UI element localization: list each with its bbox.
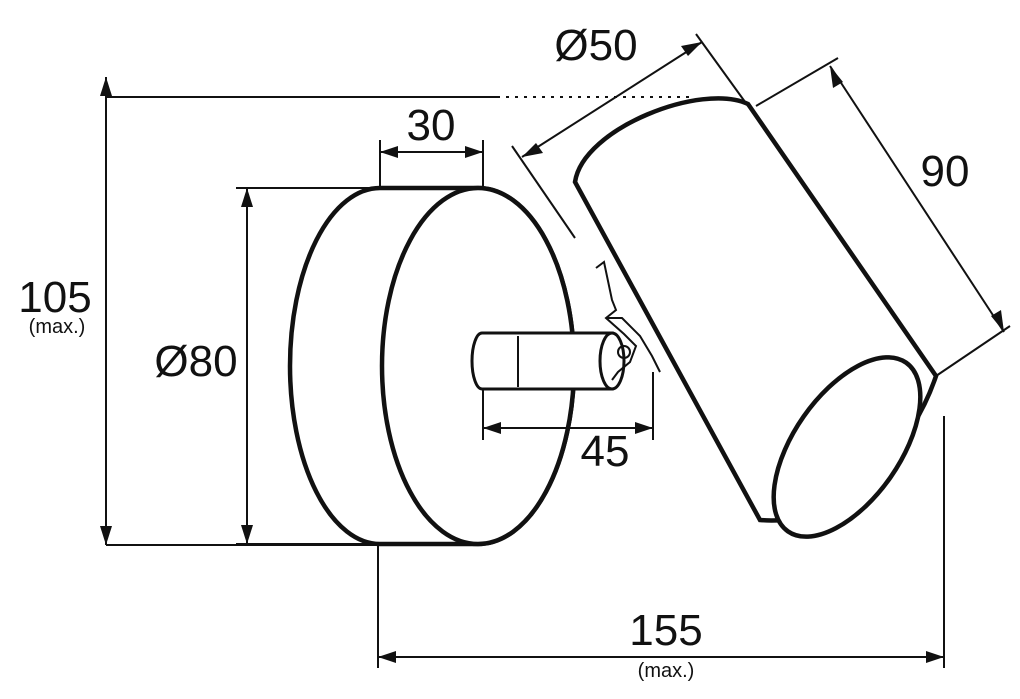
label-head-diameter: Ø50 (554, 21, 637, 70)
label-width-total-note: (max.) (638, 660, 695, 682)
dimension-width-total: 155 (max.) (377, 416, 945, 682)
label-base-diameter: Ø80 (154, 337, 237, 386)
label-head-length: 90 (921, 147, 970, 196)
dimension-arm-length: 45 (482, 372, 654, 476)
wall-base (287, 185, 577, 547)
arm-connector (470, 260, 661, 391)
label-arm-length: 45 (581, 427, 630, 476)
dimension-height-total: 105 (max.) (18, 77, 690, 546)
label-height-total: 105 (18, 273, 91, 322)
dimension-base-diameter: Ø80 (154, 187, 380, 545)
label-height-total-note: (max.) (29, 316, 86, 338)
dimension-head-diameter: Ø50 (511, 21, 749, 239)
label-width-total: 155 (629, 606, 702, 655)
dimension-base-depth: 30 (379, 101, 484, 188)
lamp-head (572, 96, 939, 539)
dimension-head-length: 90 (755, 57, 1011, 377)
label-base-depth: 30 (407, 101, 456, 150)
